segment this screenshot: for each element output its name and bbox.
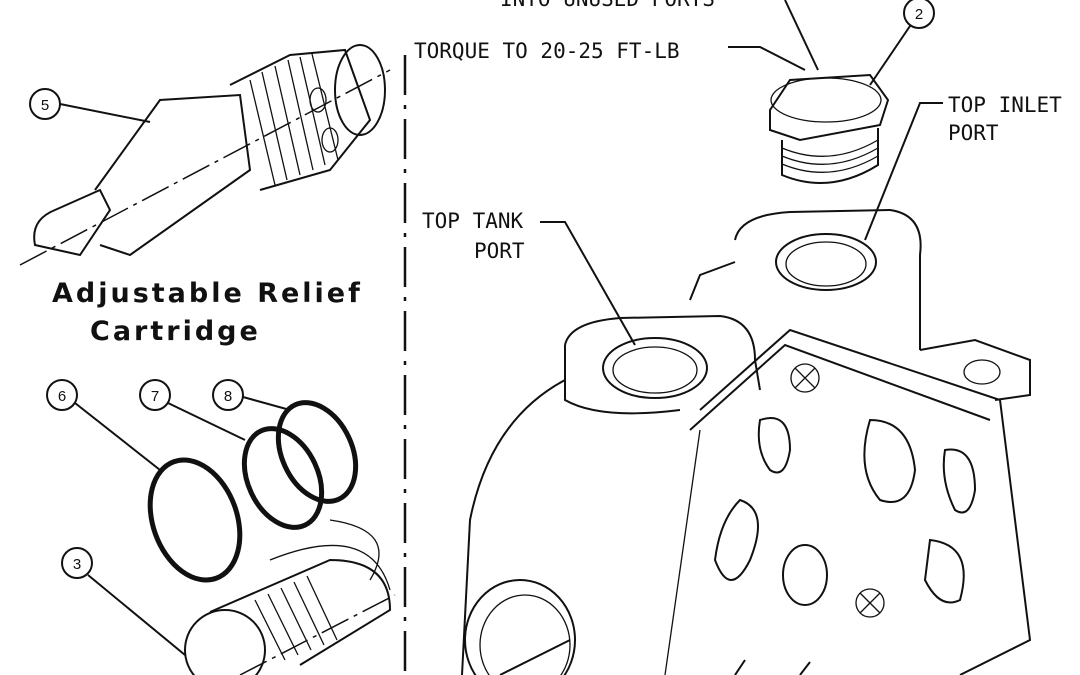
- svg-text:8: 8: [224, 388, 232, 405]
- o-ring-7: [241, 426, 325, 530]
- relief-cartridge: [19, 44, 391, 266]
- o-ring-6: [147, 457, 243, 583]
- note-top-inlet-2: PORT: [948, 121, 999, 145]
- note-torque: TORQUE TO 20-25 FT-LB: [414, 39, 680, 63]
- note-top-tank-1: TOP TANK: [422, 209, 524, 233]
- port-plug: [769, 73, 890, 184]
- svg-text:3: 3: [73, 556, 81, 573]
- callout-5: 5: [29, 88, 151, 123]
- note-top-inlet-1: TOP INLET: [948, 93, 1062, 117]
- callout-8: 8: [212, 379, 291, 411]
- note-top-tank-2: PORT: [474, 239, 525, 263]
- svg-text:2: 2: [915, 6, 923, 23]
- note-unused-ports: INTO UNUSED PORTS: [500, 0, 715, 11]
- o-ring-8: [275, 400, 359, 504]
- callout-7: 7: [139, 379, 246, 441]
- tank-leader: [540, 221, 636, 346]
- valve-body: [461, 208, 1032, 675]
- cartridge-title-1: Adjustable Relief: [52, 278, 363, 309]
- svg-text:5: 5: [41, 97, 49, 114]
- svg-text:7: 7: [151, 388, 159, 405]
- cartridge-title-2: Cartridge: [90, 316, 261, 347]
- cartridge-plug: [184, 519, 396, 675]
- callout-6: 6: [46, 379, 161, 471]
- inlet-leader: [864, 102, 943, 241]
- callout-2: 2: [869, 0, 935, 86]
- torque-leader: [728, 46, 806, 71]
- svg-text:6: 6: [58, 388, 66, 405]
- unused-ports-leader: [784, 0, 819, 71]
- callout-3: 3: [61, 547, 186, 656]
